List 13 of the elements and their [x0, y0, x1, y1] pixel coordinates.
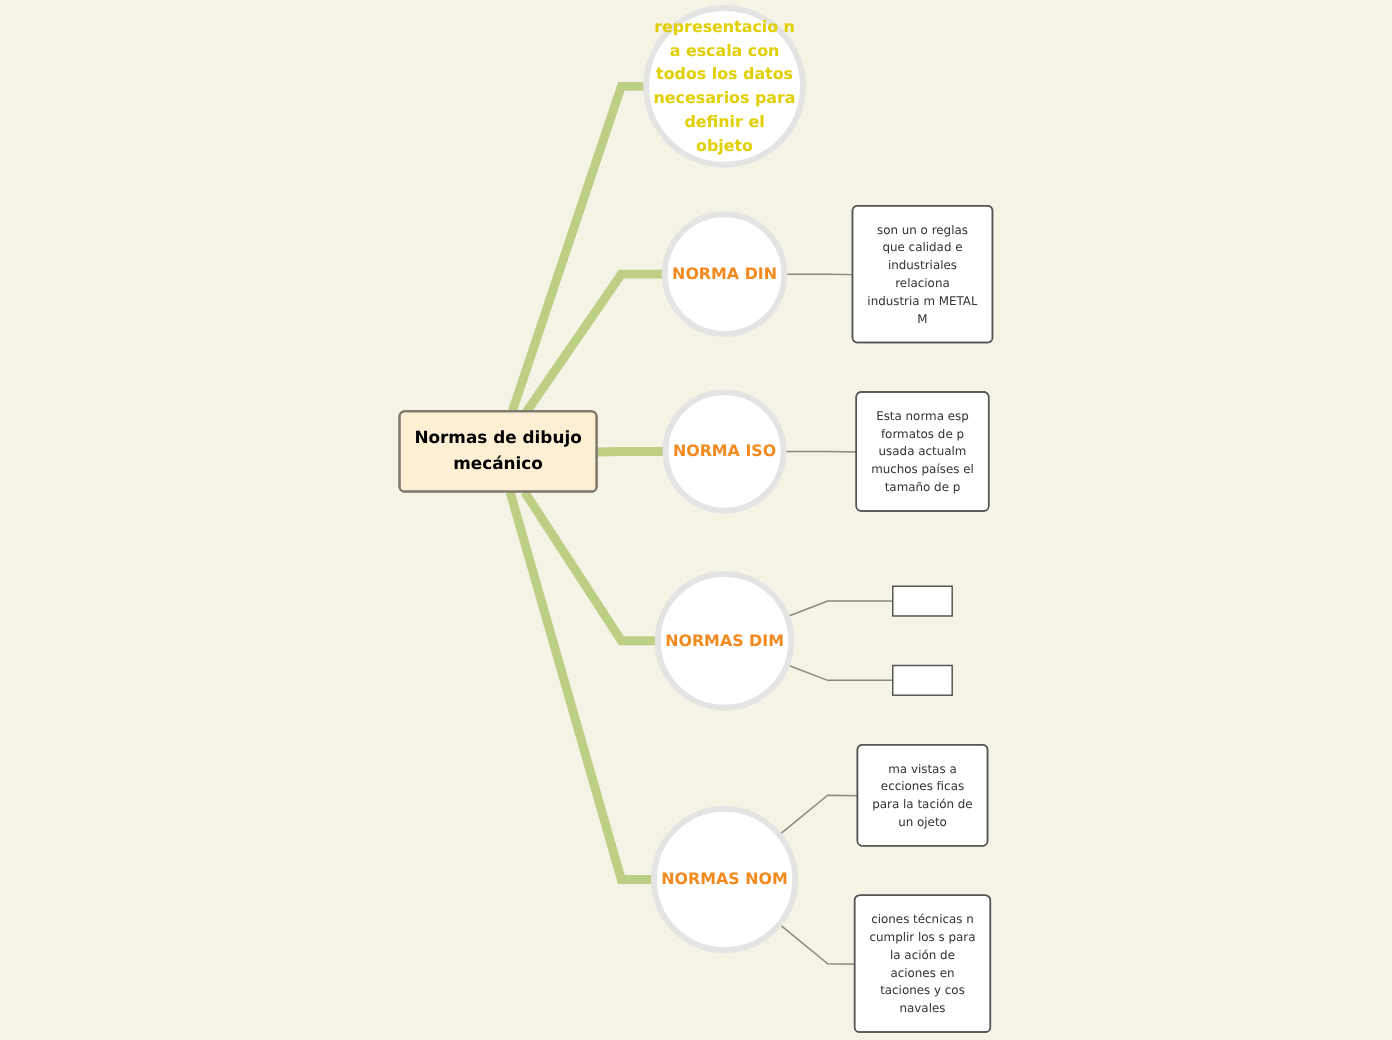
connector [778, 923, 856, 965]
connector [778, 794, 859, 836]
connector [782, 450, 858, 453]
connector [597, 447, 666, 457]
connector [783, 273, 854, 276]
connector [507, 81, 647, 414]
connector [786, 600, 894, 618]
connector [786, 663, 894, 682]
node-box [892, 585, 953, 617]
connector [505, 490, 654, 884]
connector [522, 269, 665, 415]
node-box [892, 664, 953, 696]
connector [520, 489, 658, 646]
